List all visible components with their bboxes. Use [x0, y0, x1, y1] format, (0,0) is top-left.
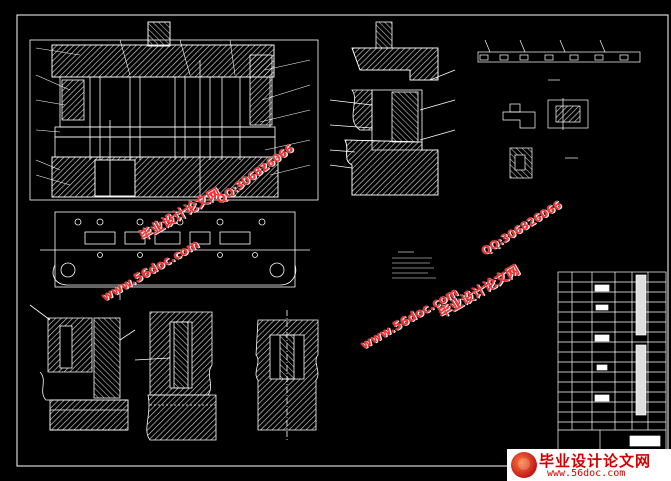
- section-detail-1: [29, 304, 136, 431]
- section-detail-2: [134, 311, 217, 441]
- detail-view-a: [502, 98, 589, 130]
- site-logo-url: www.56doc.com: [547, 468, 626, 479]
- site-logo-mark-icon: [511, 452, 537, 478]
- section-detail-3: [255, 310, 319, 440]
- main-assembly-section-view: [29, 21, 319, 201]
- site-logo-title: 毕业设计论文网: [539, 452, 652, 470]
- main-view-leader-lines: [35, 39, 311, 186]
- site-logo: 毕业设计论文网 www.56doc.com: [507, 449, 671, 481]
- detail-view-b: [509, 147, 578, 179]
- side-section-view: [329, 21, 456, 196]
- die-plan-view: [40, 211, 310, 300]
- bom-title-block: [557, 271, 667, 453]
- technical-notes-block: [392, 251, 436, 279]
- drawing-border: [16, 14, 669, 467]
- part-detail-strip: [477, 39, 641, 81]
